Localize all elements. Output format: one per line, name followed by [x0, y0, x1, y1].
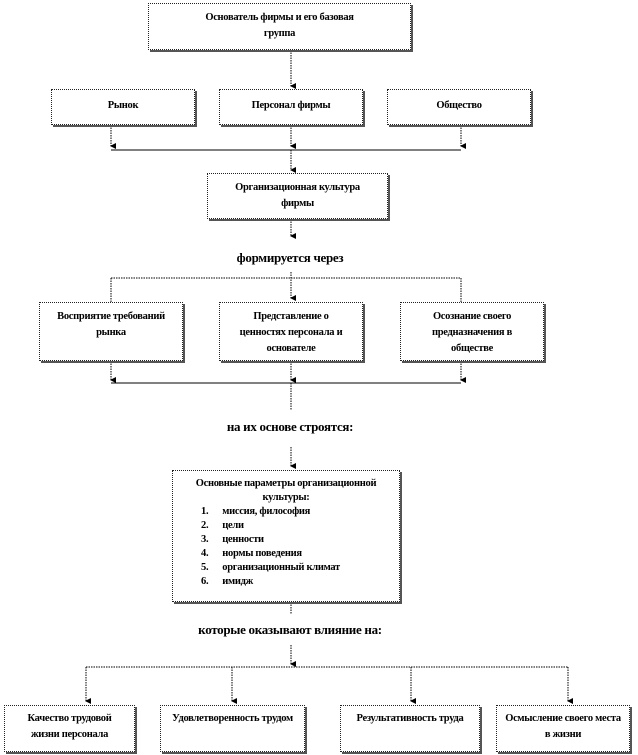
influence-label: которые оказывают влияние на:: [198, 622, 382, 637]
params-item: 3.ценности: [201, 534, 264, 545]
channel-market-box: Восприятие требований рынка: [39, 302, 183, 361]
outcome-satisfaction-box: Удовлетворенность трудом: [160, 705, 305, 752]
params-item: 5.организационный климат: [201, 562, 340, 573]
outcome-quality-box: Качество трудовой жизни персонала: [4, 705, 135, 752]
source-staff-box: Персонал фирмы: [219, 89, 363, 125]
outcome-results-box: Результативность труда: [340, 705, 480, 752]
params-box: Основные параметры организационной культ…: [172, 470, 400, 602]
formed-through-label: формируется через: [236, 250, 344, 265]
built-on-label: на их основе строятся:: [226, 419, 354, 434]
outcome-meaning-box: Осмысление своего места в жизни: [496, 705, 630, 752]
params-item: 4.нормы поведения: [201, 548, 302, 559]
params-list: 1.миссия, философия 2.цели 3.ценности 4.…: [201, 505, 379, 589]
params-title: Основные параметры организационной культ…: [195, 478, 377, 503]
channel-values-box: Представление о ценностях персонала и ос…: [219, 302, 363, 361]
source-society-box: Общество: [387, 89, 531, 125]
source-market-box: Рынок: [51, 89, 195, 125]
params-item: 1.миссия, философия: [201, 506, 311, 517]
founder-box: Основатель фирмы и его базовая группа: [148, 3, 411, 50]
channel-purpose-box: Осознание своего предназначения в общест…: [400, 302, 544, 361]
params-item: 2.цели: [201, 520, 244, 531]
org-culture-box: Организационная культура фирмы: [207, 173, 388, 219]
params-item: 6.имидж: [201, 576, 253, 587]
